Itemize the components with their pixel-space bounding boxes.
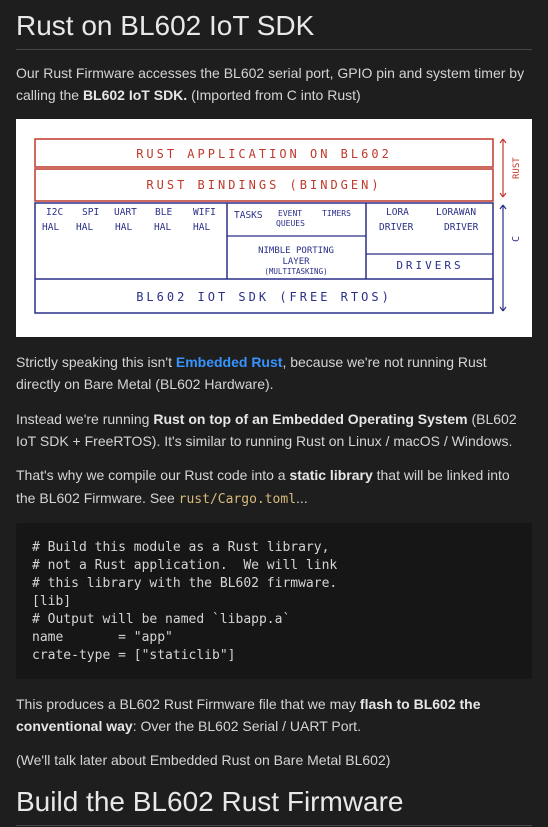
- section-heading-build: Build the BL602 Rust Firmware: [16, 784, 532, 826]
- intro-text: Our Rust Firmware accesses the BL602 ser…: [16, 65, 525, 104]
- lora-driver-label: DRIVER: [379, 222, 414, 233]
- para4-text-mid: that will be linked into the BL602 Firmw…: [16, 467, 510, 506]
- para2-text: Strictly speaking this isn't: [16, 353, 176, 370]
- rust-app-box: [34, 138, 494, 168]
- os-paragraph: Instead we're running Rust on top of an …: [16, 408, 532, 453]
- rust-bindings-box: [34, 168, 494, 202]
- intro-strong: BL602 IoT SDK.: [82, 87, 188, 104]
- cargo-code-block: # Build this module as a Rust library, #…: [16, 522, 532, 679]
- para4-text: That's why we compile our Rust code into…: [16, 467, 290, 484]
- flash-paragraph: This produces a BL602 Rust Firmware file…: [16, 693, 532, 738]
- lora-label: LORA: [386, 207, 409, 218]
- lorawan-driver-label: DRIVER: [444, 222, 479, 233]
- side-c-label: C: [511, 236, 522, 242]
- static-library-paragraph: That's why we compile our Rust code into…: [16, 464, 532, 510]
- para5-text: This produces a BL602 Rust Firmware file…: [16, 695, 360, 712]
- intro-text-end: (Imported from C into Rust): [187, 87, 361, 104]
- c-area-box: [34, 202, 494, 314]
- architecture-diagram-svg: RUST APPLICATION ON BL602 RUST BINDINGS …: [34, 138, 522, 314]
- i2c-label: I2C: [46, 207, 63, 218]
- para5-strong: flash to BL602 the conventional way: [16, 695, 481, 734]
- uart-hal-label: HAL: [115, 222, 132, 233]
- para4-strong: static library: [289, 467, 373, 484]
- lorawan-label: LORAWAN: [436, 207, 476, 218]
- later-note-paragraph: (We'll talk later about Embedded Rust on…: [16, 752, 391, 769]
- nimble-label: NIMBLE PORTING: [258, 246, 334, 256]
- ble-label: BLE: [155, 207, 172, 218]
- cargo-toml-code: rust/Cargo.toml: [178, 491, 297, 507]
- nimble-layer-label: LAYER: [282, 257, 310, 267]
- queues-label: QUEUES: [276, 219, 305, 228]
- embedded-rust-link[interactable]: Embedded Rust: [175, 353, 283, 370]
- side-rust-label: RUST: [512, 157, 522, 179]
- embedded-rust-paragraph: Strictly speaking this isn't Embedded Ru…: [16, 351, 532, 396]
- para5-text-end: : Over the BL602 Serial / UART Port.: [132, 717, 361, 734]
- spi-hal-label: HAL: [76, 222, 93, 233]
- ble-hal-label: HAL: [154, 222, 171, 233]
- page-title: Rust on BL602 IoT SDK: [16, 0, 532, 50]
- nimble-multitasking-label: (MULTITASKING): [264, 267, 327, 276]
- uart-label: UART: [114, 207, 137, 218]
- i2c-hal-label: HAL: [42, 222, 59, 233]
- drivers-label: DRIVERS: [396, 259, 463, 272]
- timers-label: TIMERS: [322, 209, 351, 218]
- wifi-label: WIFI: [193, 207, 216, 218]
- para2-text-end: , because we're not running Rust directl…: [16, 353, 487, 393]
- para4-text-end: ...: [296, 489, 308, 506]
- para3-text-end: (BL602 IoT SDK + FreeRTOS). It's similar…: [16, 410, 517, 449]
- tasks-label: TASKS: [234, 210, 263, 221]
- spi-label: SPI: [82, 207, 99, 218]
- para3-strong: Rust on top of an Embedded Operating Sys…: [153, 410, 468, 427]
- architecture-diagram: RUST APPLICATION ON BL602 RUST BINDINGS …: [16, 118, 532, 337]
- para3-text: Instead we're running: [16, 410, 154, 427]
- rust-bindings-label: RUST BINDINGS (BINDGEN): [146, 178, 381, 192]
- event-label: EVENT: [278, 209, 302, 218]
- rust-app-label: RUST APPLICATION ON BL602: [136, 147, 392, 161]
- sdk-label: BL602 IOT SDK (FREE RTOS): [136, 290, 392, 304]
- intro-paragraph: Our Rust Firmware accesses the BL602 ser…: [16, 62, 532, 107]
- wifi-hal-label: HAL: [193, 222, 210, 233]
